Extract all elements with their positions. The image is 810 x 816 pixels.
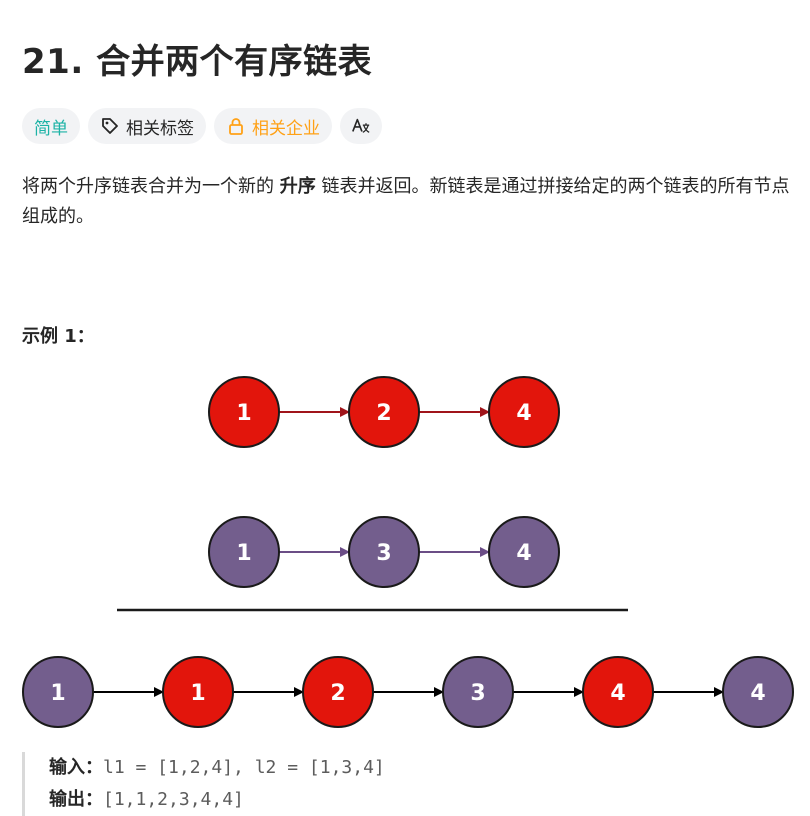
merged-node-circle <box>162 656 234 728</box>
list2-node-value: 3 <box>376 541 391 566</box>
example-title: 示例 1： <box>22 326 95 347</box>
merged-node-value: 4 <box>750 681 765 706</box>
description-text-1: 将两个升序链表合并为一个新的 <box>22 176 280 197</box>
list2-node: 1 <box>208 516 280 588</box>
merged-node-value: 2 <box>330 681 345 706</box>
output-value: [1,1,2,3,4,4] <box>103 789 244 810</box>
lock-icon <box>226 116 246 136</box>
merged-node: 1 <box>22 656 94 728</box>
list1-node: 1 <box>208 376 280 448</box>
example-output: 输出：[1,1,2,3,4,4] <box>49 784 385 816</box>
list2-node: 3 <box>348 516 420 588</box>
merged-node-value: 1 <box>50 681 65 706</box>
tag-icon <box>100 116 120 136</box>
merged-node-circle <box>22 656 94 728</box>
example-input: 输入：l1 = [1,2,4], l2 = [1,3,4] <box>49 752 385 784</box>
related-tags-button[interactable]: 相关标签 <box>88 108 206 144</box>
list1-node-value: 1 <box>236 401 251 426</box>
list1-node-circle <box>208 376 280 448</box>
difficulty-label: 简单 <box>34 118 68 139</box>
problem-description: 将两个升序链表合并为一个新的 升序 链表并返回。新链表是通过拼接给定的两个链表的… <box>22 172 792 232</box>
list2-node-value: 1 <box>236 541 251 566</box>
merged-node-value: 3 <box>470 681 485 706</box>
problem-title: 21. 合并两个有序链表 <box>22 42 373 82</box>
description-text-2: 链表并返回。新链表是通过拼接给定的两个链表的所有节点组成的。 <box>22 176 790 227</box>
merged-node: 2 <box>302 656 374 728</box>
translate-icon <box>351 116 371 136</box>
list2-node-circle <box>488 516 560 588</box>
list1-node: 4 <box>488 376 560 448</box>
merged-node: 4 <box>722 656 794 728</box>
list2-node: 4 <box>488 516 560 588</box>
example-io-block: 输入：l1 = [1,2,4], l2 = [1,3,4] 输出：[1,1,2,… <box>22 752 385 816</box>
difficulty-badge[interactable]: 简单 <box>22 108 80 144</box>
merged-node: 3 <box>442 656 514 728</box>
tag-row: 简单 相关标签 相关企业 <box>22 108 382 144</box>
list2-node-circle <box>208 516 280 588</box>
related-tags-label: 相关标签 <box>126 118 194 139</box>
input-value: l1 = [1,2,4], l2 = [1,3,4] <box>103 757 385 778</box>
list1-node-circle <box>348 376 420 448</box>
merged-node-circle <box>442 656 514 728</box>
list1-node-value: 4 <box>516 401 531 426</box>
list2-node-value: 4 <box>516 541 531 566</box>
linked-list-diagram: 1 2 4 1 3 4 1 1 2 3 4 4 <box>22 376 794 728</box>
related-companies-button[interactable]: 相关企业 <box>214 108 332 144</box>
input-label: 输入： <box>49 757 103 778</box>
related-companies-label: 相关企业 <box>252 118 320 139</box>
list2-node-circle <box>348 516 420 588</box>
merged-node: 4 <box>582 656 654 728</box>
description-emphasis: 升序 <box>279 176 316 197</box>
merged-node-value: 1 <box>190 681 205 706</box>
merged-node-circle <box>302 656 374 728</box>
translate-button[interactable] <box>340 108 382 144</box>
merged-node-value: 4 <box>610 681 625 706</box>
list1-node-circle <box>488 376 560 448</box>
list1-node-value: 2 <box>376 401 391 426</box>
merged-node-circle <box>582 656 654 728</box>
list1-node: 2 <box>348 376 420 448</box>
merged-node-circle <box>722 656 794 728</box>
output-label: 输出： <box>49 789 103 810</box>
merged-node: 1 <box>162 656 234 728</box>
